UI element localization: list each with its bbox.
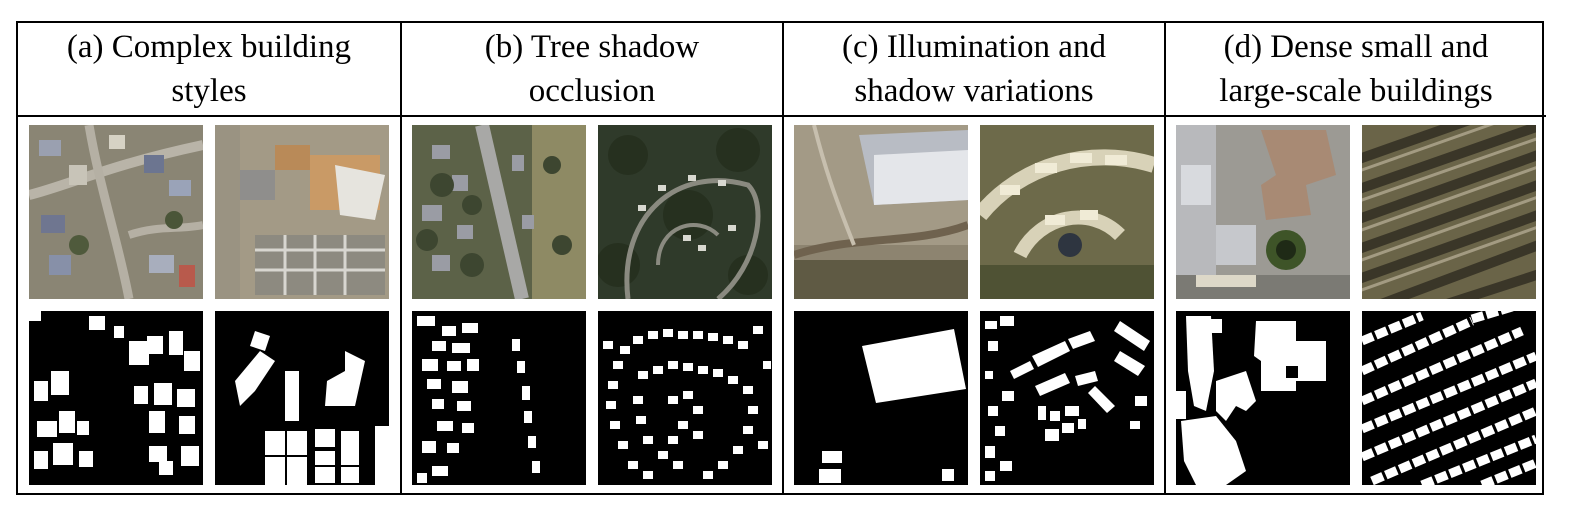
building-mask-a1 [29,311,203,485]
column-d-title-line1: (d) Dense small and [1223,29,1489,65]
column-c-title-line2: shadow variations [854,73,1094,109]
aerial-image-d1 [1176,125,1350,299]
column-b-title-line2: occlusion [528,73,656,109]
building-mask-c2 [980,311,1154,485]
column-c-title-line1: (c) Illumination and [842,29,1106,65]
column-a-title-line2: styles [171,73,247,109]
building-mask-d2 [1362,311,1536,485]
column-c-header: (c) Illumination and shadow variations [784,23,1164,117]
building-mask-a2 [215,311,389,485]
column-a: (a) Complex building styles [18,23,400,493]
column-b-title-line1: (b) Tree shadow [484,29,700,65]
column-d-title-line2: large-scale buildings [1219,73,1493,109]
column-b: (b) Tree shadow occlusion [400,23,782,493]
aerial-image-c2 [980,125,1154,299]
column-c: (c) Illumination and shadow variations [782,23,1164,493]
column-a-header: (a) Complex building styles [18,23,400,117]
column-b-header: (b) Tree shadow occlusion [402,23,782,117]
figure-table: (a) Complex building styles [16,21,1546,495]
building-mask-b1 [412,311,586,485]
aerial-image-b1 [412,125,586,299]
aerial-image-a2 [215,125,389,299]
building-mask-c1 [794,311,968,485]
building-mask-d1 [1176,311,1350,485]
aerial-image-c1 [794,125,968,299]
column-a-title-line1: (a) Complex building [66,29,352,65]
column-d: (d) Dense small and large-scale building… [1164,23,1546,493]
aerial-image-d2 [1362,125,1536,299]
column-d-header: (d) Dense small and large-scale building… [1166,23,1546,117]
aerial-image-b2 [598,125,772,299]
building-mask-b2 [598,311,772,485]
aerial-image-a1 [29,125,203,299]
